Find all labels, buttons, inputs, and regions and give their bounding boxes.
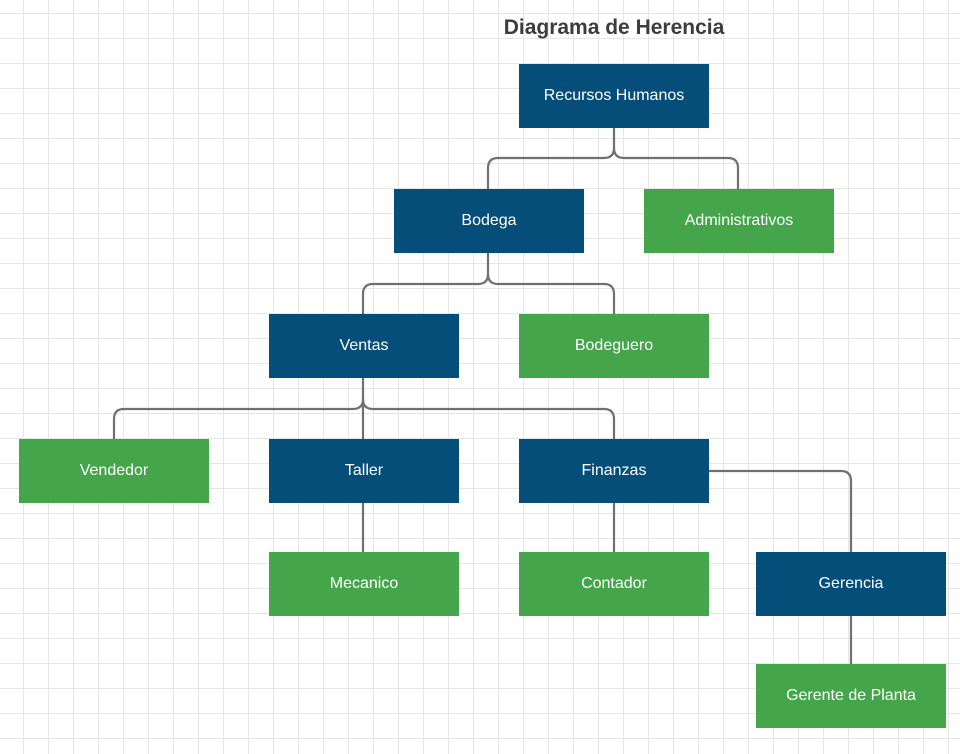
node-vendedor[interactable]: Vendedor xyxy=(19,439,209,503)
connector-finanzas-gerencia xyxy=(708,469,853,552)
node-label: Ventas xyxy=(339,337,389,354)
node-label: Administrativos xyxy=(684,212,794,229)
connector-bodega-ventas xyxy=(361,253,490,314)
node-gerente-de-planta[interactable]: Gerente de Planta xyxy=(756,664,946,728)
node-recursos-humanos[interactable]: Recursos Humanos xyxy=(519,64,709,128)
node-label: Taller xyxy=(344,462,384,479)
connector-rh-bodega xyxy=(486,128,616,189)
node-taller[interactable]: Taller xyxy=(269,439,459,503)
node-contador[interactable]: Contador xyxy=(519,552,709,616)
node-label: Contador xyxy=(581,575,647,592)
node-gerencia[interactable]: Gerencia xyxy=(756,552,946,616)
node-label: Vendedor xyxy=(79,462,149,479)
node-label: Bodeguero xyxy=(574,337,654,354)
node-label: Finanzas xyxy=(581,462,647,479)
node-mecanico[interactable]: Mecanico xyxy=(269,552,459,616)
node-administrativos[interactable]: Administrativos xyxy=(644,189,834,253)
node-label: Gerente de Planta xyxy=(786,687,916,704)
node-label: Gerencia xyxy=(818,575,884,592)
node-ventas[interactable]: Ventas xyxy=(269,314,459,378)
node-label: Recursos Humanos xyxy=(543,87,685,104)
connector-rh-administrativos xyxy=(612,147,740,189)
node-bodega[interactable]: Bodega xyxy=(394,189,584,253)
node-finanzas[interactable]: Finanzas xyxy=(519,439,709,503)
connector-ventas-finanzas xyxy=(361,398,616,439)
node-label: Mecanico xyxy=(329,575,399,592)
node-label: Bodega xyxy=(461,212,517,229)
connector-bodega-bodeguero xyxy=(486,273,616,314)
connector-ventas-vendedor xyxy=(112,378,365,439)
node-bodeguero[interactable]: Bodeguero xyxy=(519,314,709,378)
diagram-title: Diagrama de Herencia xyxy=(503,16,725,39)
